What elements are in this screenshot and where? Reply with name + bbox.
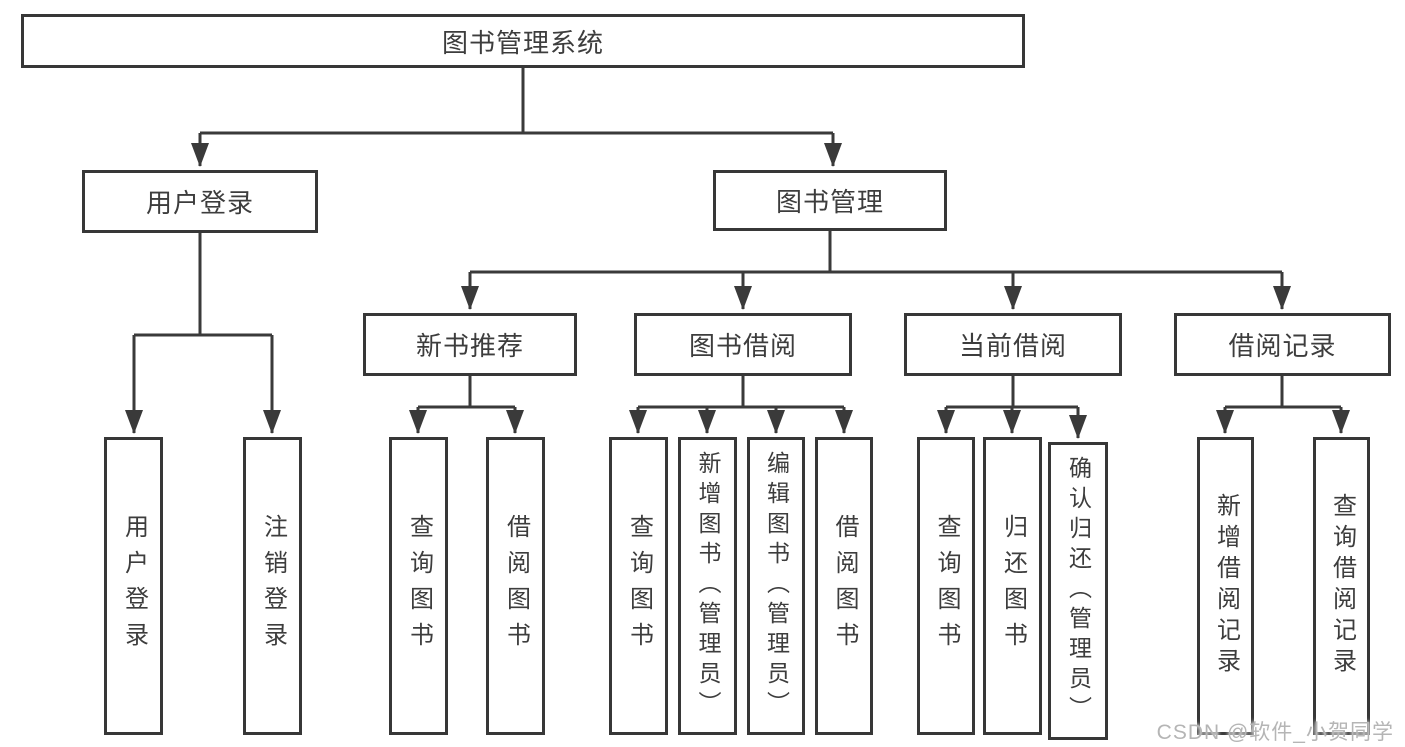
leaf-query-borrow-record: 查询借阅记录 [1313,437,1370,735]
leaf-user-login-label: 用户登录 [120,514,148,658]
node-book-management: 图书管理 [713,170,947,231]
leaf-return-books: 归还图书 [983,437,1042,735]
leaf-add-books-admin: 新增图书（管理员） [678,437,737,735]
leaf-borrow-query-books: 查询图书 [609,437,668,735]
leaf-add-borrow-record: 新增借阅记录 [1197,437,1254,735]
leaf-current-query-books-label: 查询图书 [933,514,960,658]
leaf-add-books-admin-label: 新增图书（管理员） [695,451,721,721]
leaf-newbook-borrow-books-label: 借阅图书 [502,514,530,658]
leaf-confirm-return-admin-label: 确认归还（管理员） [1065,456,1092,726]
leaf-return-books-label: 归还图书 [999,514,1027,658]
leaf-newbook-query-books: 查询图书 [389,437,448,735]
node-book-borrow: 图书借阅 [634,313,852,376]
leaf-borrow-books: 借阅图书 [815,437,873,735]
node-borrow-records: 借阅记录 [1174,313,1391,376]
leaf-borrow-query-books-label: 查询图书 [625,514,653,658]
leaf-newbook-query-books-label: 查询图书 [405,514,433,658]
leaf-add-borrow-record-label: 新增借阅记录 [1212,493,1240,679]
leaf-borrow-books-label: 借阅图书 [831,514,858,658]
leaf-query-borrow-record-label: 查询借阅记录 [1328,493,1356,679]
node-user-login: 用户登录 [82,170,318,233]
node-library-management-system: 图书管理系统 [21,14,1025,68]
node-current-borrow: 当前借阅 [904,313,1122,376]
leaf-logout-label: 注销登录 [259,514,287,658]
leaf-newbook-borrow-books: 借阅图书 [486,437,545,735]
leaf-user-login: 用户登录 [104,437,163,735]
leaf-edit-books-admin-label: 编辑图书（管理员） [763,451,790,721]
leaf-confirm-return-admin: 确认归还（管理员） [1048,442,1108,740]
leaf-edit-books-admin: 编辑图书（管理员） [747,437,805,735]
node-new-book-recommend: 新书推荐 [363,313,577,376]
leaf-current-query-books: 查询图书 [917,437,975,735]
csdn-watermark: CSDN @软件_小贺同学 [1156,721,1394,744]
leaf-logout: 注销登录 [243,437,302,735]
